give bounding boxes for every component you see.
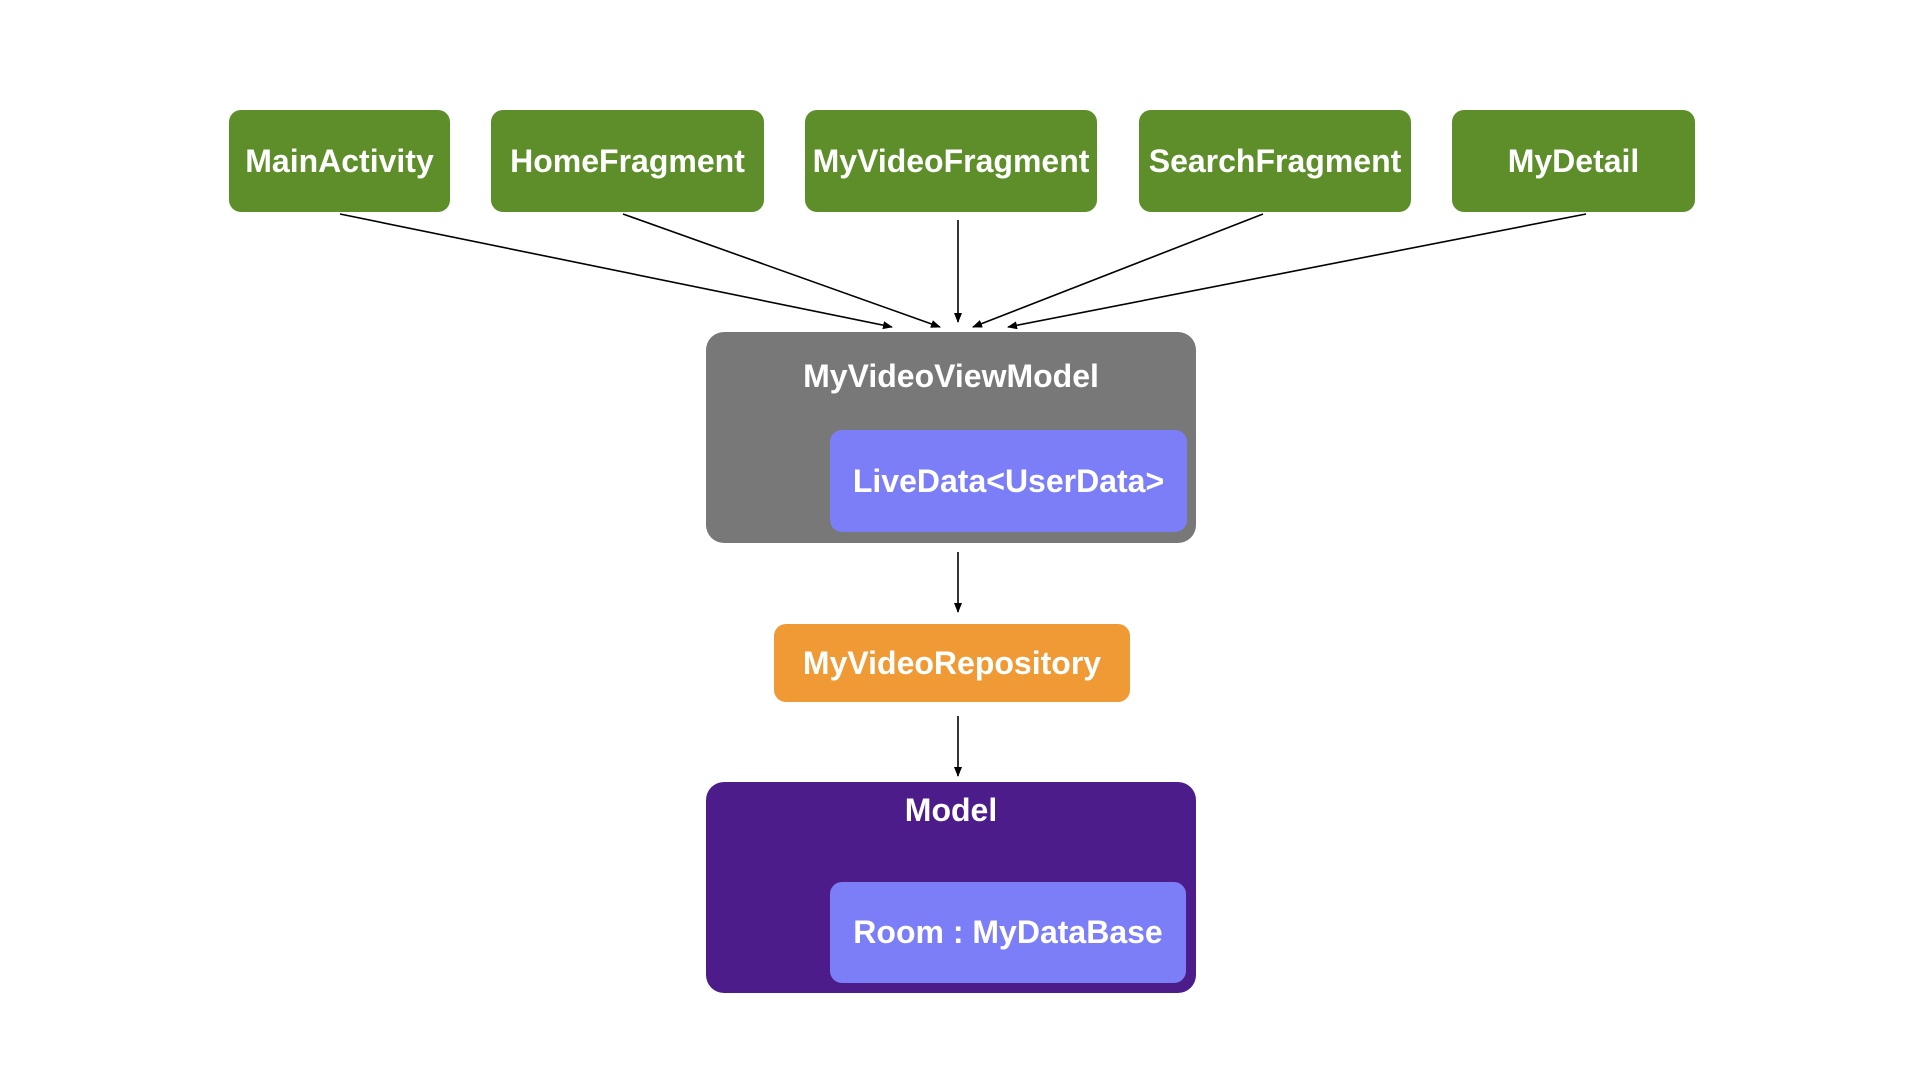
searchfragment-box: SearchFragment bbox=[1139, 110, 1411, 212]
mainactivity-box: MainActivity bbox=[229, 110, 450, 212]
repository-box: MyVideoRepository bbox=[774, 624, 1130, 702]
arrow-mydetail-to-viewmodel bbox=[1007, 213, 1587, 330]
homefragment-box: HomeFragment bbox=[491, 110, 764, 212]
room-database-box: Room : MyDataBase bbox=[830, 882, 1186, 983]
mydetail-box: MyDetail bbox=[1452, 110, 1695, 212]
model-title: Model bbox=[904, 792, 998, 828]
model-container: Model Room : MyDataBase bbox=[706, 782, 1196, 993]
viewmodel-title: MyVideoViewModel bbox=[803, 358, 1099, 394]
arrow-homefragment-to-viewmodel bbox=[622, 213, 941, 328]
viewmodel-container: MyVideoViewModel LiveData<UserData> bbox=[706, 332, 1196, 543]
arrow-searchfragment-to-viewmodel bbox=[972, 213, 1264, 328]
myvideofragment-box: MyVideoFragment bbox=[805, 110, 1097, 212]
arrow-mainactivity-to-viewmodel bbox=[339, 213, 893, 330]
livedata-box: LiveData<UserData> bbox=[830, 430, 1187, 532]
